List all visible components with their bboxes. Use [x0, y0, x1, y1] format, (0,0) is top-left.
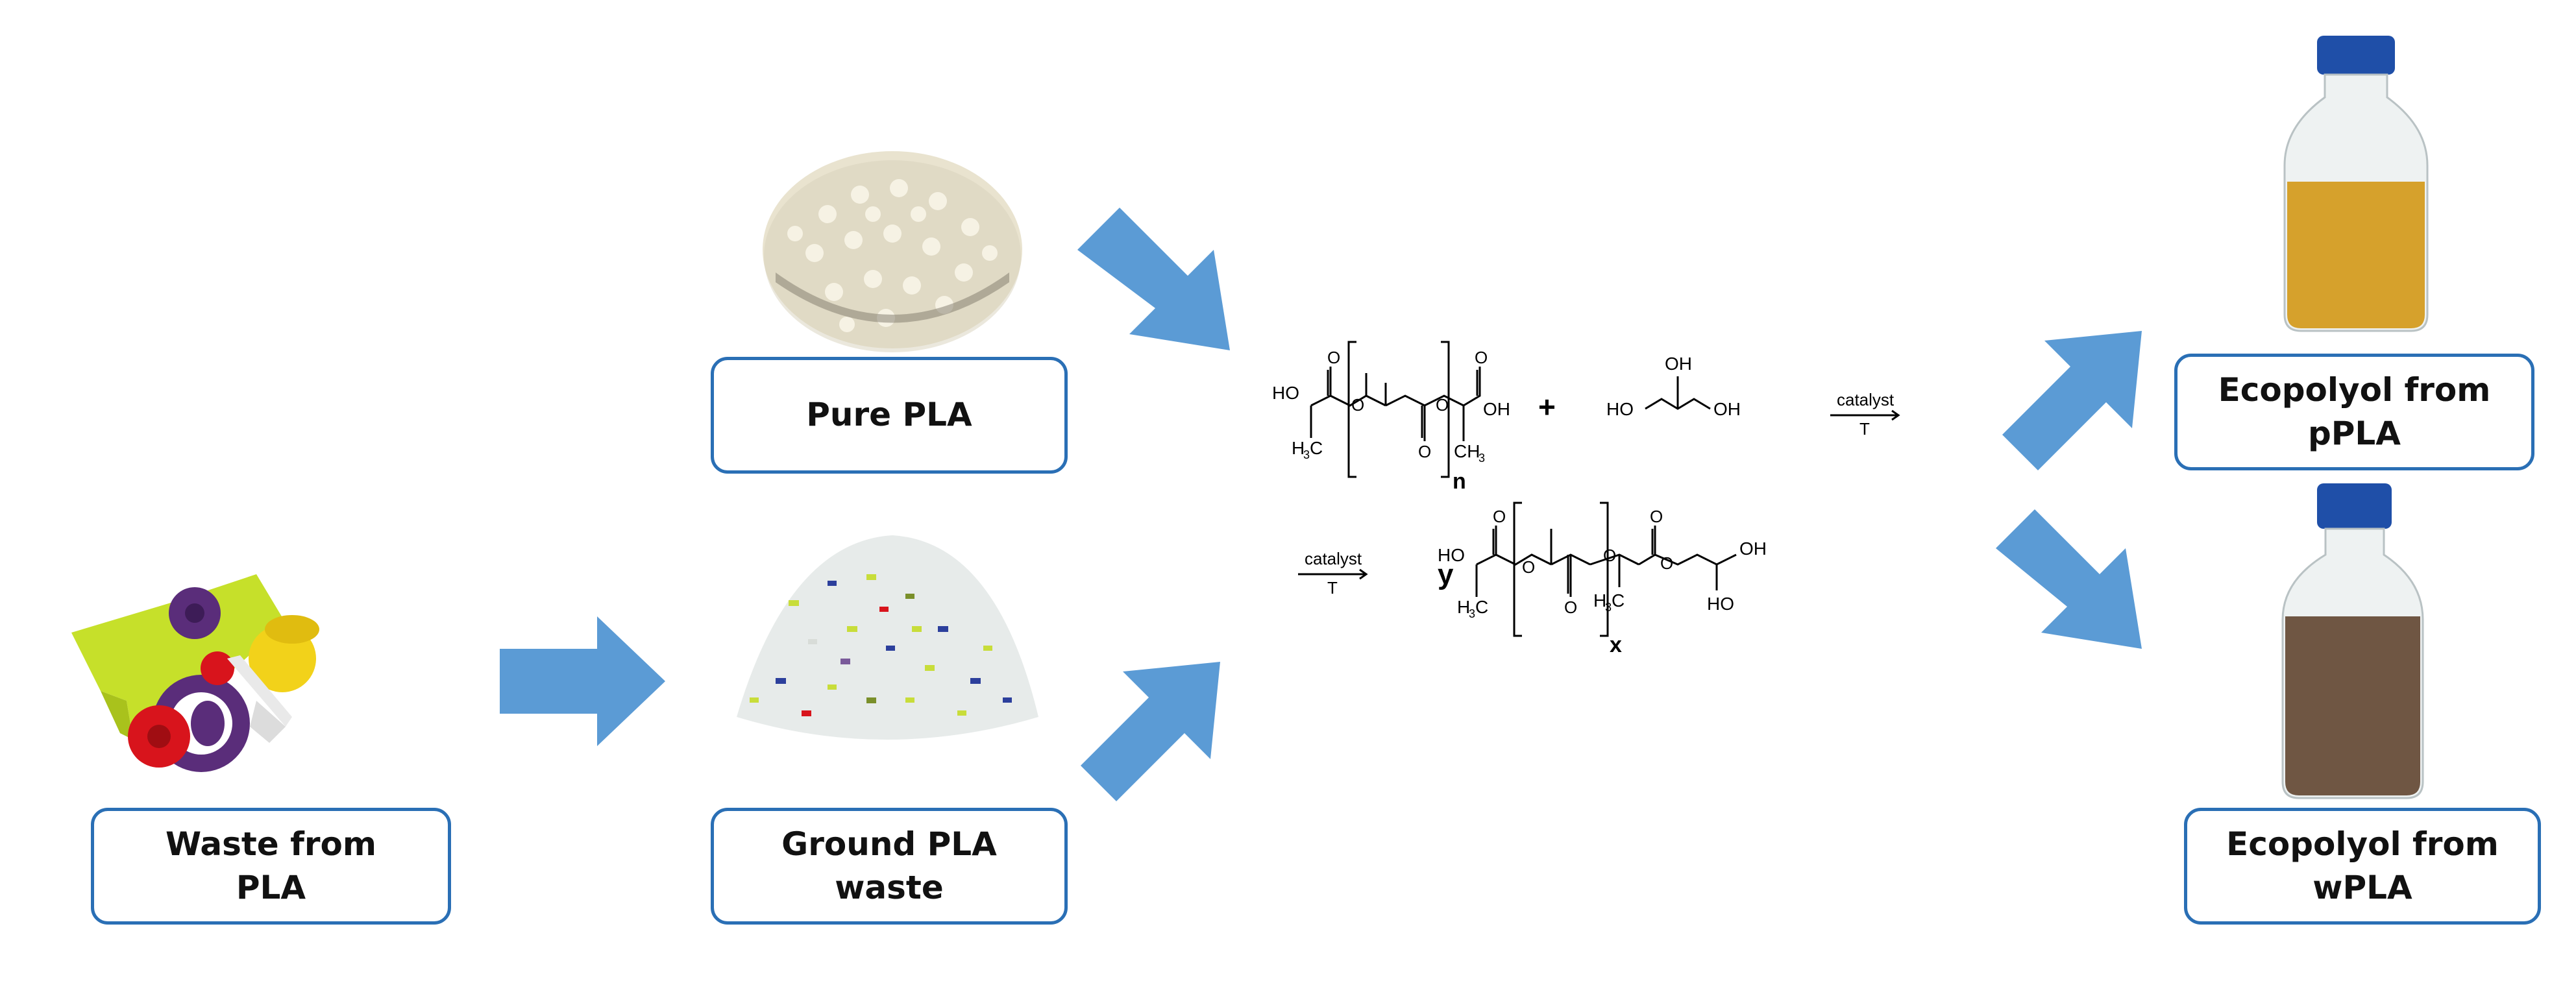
- label-c: C: [1475, 597, 1488, 617]
- ground-pla-waste-label: Ground PLA waste: [711, 808, 1068, 925]
- pellets-image: [763, 151, 1022, 352]
- label-ho: HO: [1272, 383, 1299, 403]
- label-line: wPLA: [2312, 869, 2412, 906]
- bottle-cap: [2317, 36, 2395, 75]
- label-h3c: H: [1593, 590, 1606, 611]
- label-o: O: [1351, 395, 1364, 415]
- label-o: O: [1660, 553, 1673, 573]
- label-line: PLA: [236, 869, 306, 906]
- label-c: C: [1612, 590, 1625, 611]
- label-o: O: [1436, 395, 1449, 415]
- temperature-label: T: [1859, 419, 1870, 439]
- ecopolyol-wpla-label: Ecopolyol from wPLA: [2184, 808, 2541, 925]
- label-ch: CH: [1454, 441, 1480, 461]
- arrow-reaction-to-wpla: [1996, 509, 2142, 649]
- label-line: Ground PLA: [781, 825, 997, 863]
- arrow-waste-to-ground: [500, 616, 665, 746]
- label-line: pPLA: [2308, 415, 2401, 452]
- plastic-waste-image: [71, 574, 319, 772]
- label-oh: OH: [1665, 354, 1692, 374]
- block-arrow-icon: [500, 616, 665, 746]
- label-line: Ecopolyol from: [2226, 825, 2499, 863]
- label-line: Ecopolyol from: [2218, 370, 2491, 409]
- label-oh: OH: [1483, 399, 1510, 419]
- label-h3c: H: [1292, 438, 1305, 458]
- waste-from-pla-label: Waste from PLA: [91, 808, 451, 925]
- arrow-pure-to-reaction: [1077, 208, 1230, 350]
- plus-sign: +: [1538, 390, 1556, 424]
- pure-pla-label: Pure PLA: [711, 357, 1068, 474]
- label-sub3: 3: [1303, 448, 1310, 461]
- catalyst-label: catalyst: [1305, 549, 1362, 568]
- label-o: O: [1603, 546, 1616, 565]
- bottle-cap: [2317, 483, 2392, 529]
- label-line: Waste from: [166, 825, 376, 863]
- arrow-ground-to-reaction: [1081, 662, 1220, 801]
- label-oh: OH: [1713, 399, 1741, 419]
- label-line: waste: [835, 869, 944, 906]
- ground-flakes-image: [737, 535, 1038, 740]
- label-sub3: 3: [1478, 452, 1485, 465]
- label-o: O: [1327, 348, 1340, 367]
- label-o: O: [1522, 557, 1535, 577]
- label-sub3: 3: [1605, 601, 1612, 614]
- label-oh: OH: [1739, 539, 1767, 559]
- temperature-label: T: [1327, 578, 1338, 598]
- liquid-ppla: [2287, 182, 2425, 328]
- label-sub3: 3: [1469, 607, 1475, 620]
- label-ho: HO: [1606, 399, 1634, 419]
- subscript-x: x: [1610, 633, 1622, 657]
- label-c: C: [1310, 438, 1323, 458]
- bottle-icon-wpla: [2281, 483, 2424, 799]
- arrow-reaction-to-ppla: [2002, 331, 2142, 470]
- block-arrow-icon: [2002, 331, 2142, 470]
- label-line: Pure PLA: [806, 396, 972, 434]
- subscript-n: n: [1453, 469, 1466, 494]
- label-ho: HO: [1707, 594, 1734, 614]
- reaction-scheme: HO O O O O O OH H 3 C CH 3 n + HO OH OH …: [1272, 341, 1900, 657]
- label-h3c: H: [1457, 597, 1470, 617]
- bottle-icon-ppla: [2283, 36, 2429, 332]
- label-o: O: [1475, 348, 1488, 367]
- block-arrow-icon: [1996, 509, 2142, 649]
- block-arrow-icon: [1081, 662, 1220, 801]
- coefficient-y: y: [1438, 559, 1454, 590]
- ecopolyol-ppla-label: Ecopolyol from pPLA: [2174, 354, 2534, 470]
- block-arrow-icon: [1077, 208, 1230, 350]
- label-o: O: [1564, 598, 1577, 617]
- liquid-wpla: [2285, 616, 2420, 795]
- catalyst-label: catalyst: [1837, 390, 1895, 409]
- label-o: O: [1418, 442, 1431, 461]
- label-ho: HO: [1438, 545, 1465, 565]
- label-o: O: [1650, 507, 1663, 526]
- label-o: O: [1493, 507, 1506, 526]
